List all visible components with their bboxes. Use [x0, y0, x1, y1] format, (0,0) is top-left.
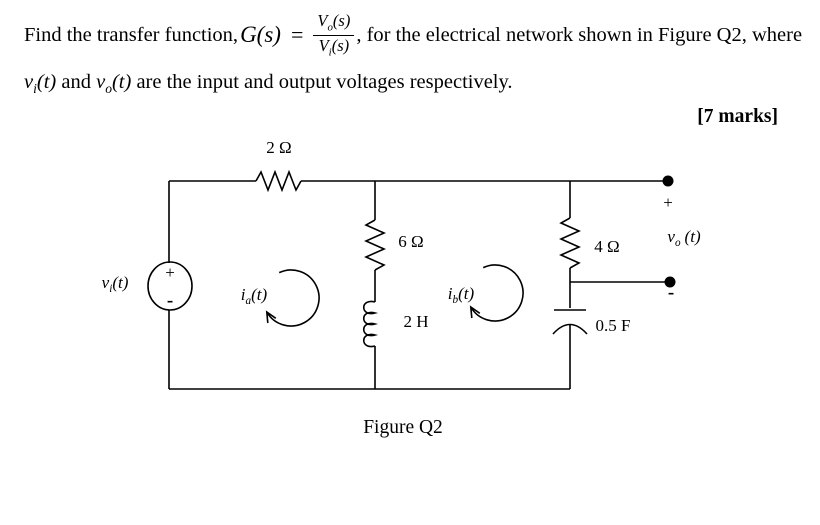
fraction-numerator: Vo(s): [313, 11, 355, 36]
source-minus-sign: -: [166, 290, 174, 311]
resistor-4ohm: [559, 217, 581, 269]
vo-symbol: vo(t): [96, 71, 132, 97]
resistor-2ohm: [255, 169, 302, 193]
inductor-2h-label: 2 H: [403, 312, 429, 331]
resistor-6ohm-label: 6 Ω: [398, 232, 424, 251]
resistor-2ohm-label: 2 Ω: [266, 138, 292, 157]
vi-symbol: vi(t): [24, 71, 57, 97]
marks-badge: [7 marks]: [697, 106, 778, 127]
input-voltage-label: vi(t): [101, 272, 129, 296]
mesh-current-b-label: ib(t): [447, 283, 475, 307]
mesh-current-b-arrow: [469, 264, 524, 322]
output-voltage-label: vo(t): [667, 226, 701, 250]
transfer-function-fraction: Vo(s) Vi(s): [313, 11, 355, 59]
line1-prefix: Find the transfer function,: [24, 23, 239, 46]
output-plus-sign: +: [663, 193, 673, 212]
question-line-1: Find the transfer function, G(s) = Vo(s)…: [24, 11, 810, 59]
capacitor-05f-label: 0.5 F: [595, 316, 631, 335]
fraction-denominator: Vi(s): [318, 35, 350, 59]
source-plus-sign: +: [165, 263, 175, 282]
resistor-4ohm-label: 4 Ω: [594, 237, 620, 256]
resistor-6ohm: [364, 219, 386, 271]
question-line-2: vi(t) and vo(t) are the input and output…: [24, 71, 513, 97]
mesh-current-a-arrow: [265, 269, 320, 327]
equals-sign: =: [290, 22, 304, 48]
terminal-dot-bottom: [664, 276, 676, 288]
output-minus-sign: -: [667, 282, 675, 303]
inductor-2h: [362, 300, 379, 348]
voltage-source: [147, 261, 193, 311]
line1-suffix: , for the electrical network shown in Fi…: [356, 23, 803, 46]
mesh-current-a-label: ia(t): [240, 284, 268, 308]
transfer-function-symbol: G(s): [240, 22, 281, 48]
terminal-dot-top: [662, 175, 674, 187]
figure-caption: Figure Q2: [363, 417, 443, 438]
